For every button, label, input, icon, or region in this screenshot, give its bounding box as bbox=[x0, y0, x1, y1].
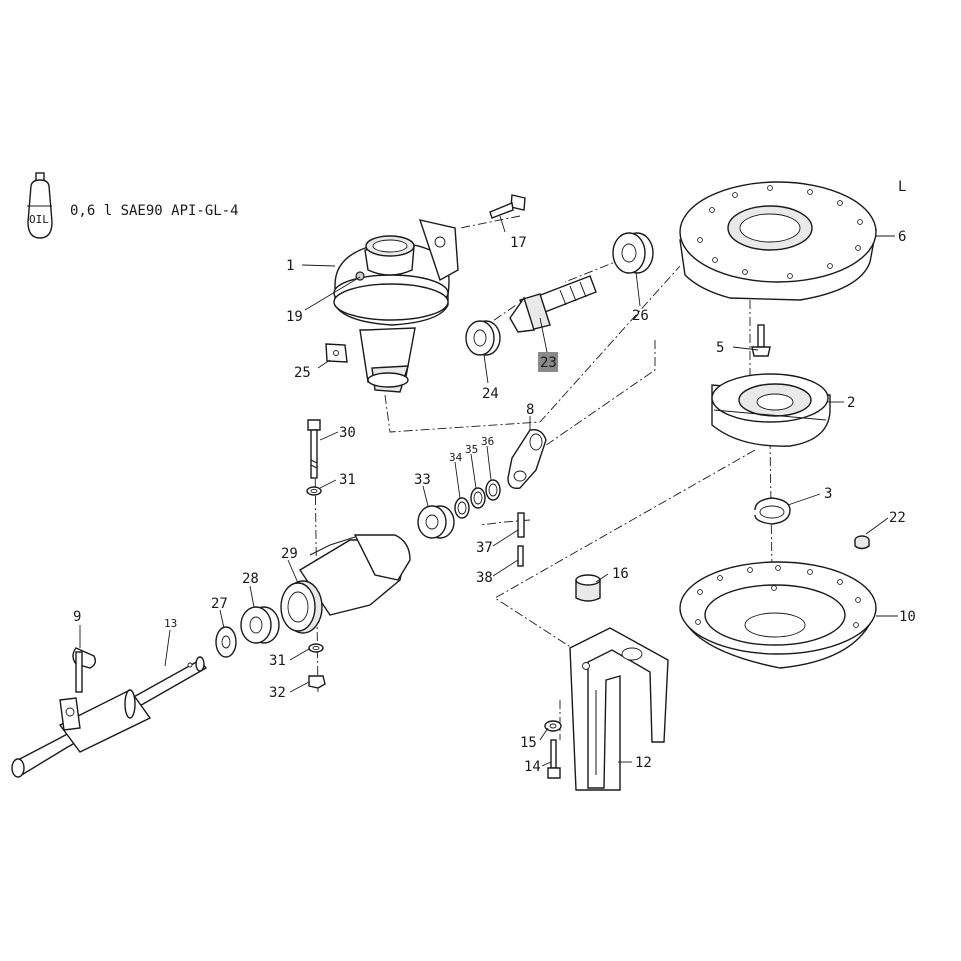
leader-lines bbox=[79, 215, 898, 767]
bearing-24 bbox=[465, 320, 501, 356]
callout-17[interactable]: 17 bbox=[510, 235, 527, 251]
callout-15[interactable]: 15 bbox=[520, 735, 537, 751]
callout-24[interactable]: 24 bbox=[482, 386, 499, 402]
washer-15 bbox=[544, 720, 562, 732]
pinion-gear-23 bbox=[509, 275, 597, 333]
linch-pin-9 bbox=[72, 647, 97, 693]
callout-14[interactable]: 14 bbox=[524, 759, 541, 775]
callout-31-upper[interactable]: 31 bbox=[339, 472, 356, 488]
callout-34[interactable]: 34 bbox=[449, 451, 463, 464]
callout-26[interactable]: 26 bbox=[632, 308, 649, 324]
lower-housing-29 bbox=[280, 534, 411, 634]
gearbox-housing bbox=[333, 219, 459, 393]
callout-27[interactable]: 27 bbox=[211, 596, 228, 612]
oil-bottle-icon: OIL bbox=[27, 172, 53, 239]
bolt-14 bbox=[547, 739, 561, 779]
oil-icon-label: OIL bbox=[29, 213, 49, 226]
crank-8 bbox=[507, 429, 547, 489]
bush-16 bbox=[575, 574, 601, 602]
pulley-2 bbox=[711, 373, 831, 447]
callout-38[interactable]: 38 bbox=[476, 570, 493, 586]
cap-22 bbox=[854, 535, 870, 550]
bolt-17 bbox=[489, 194, 526, 219]
bolt-30 bbox=[307, 419, 321, 479]
upper-disc-6 bbox=[679, 181, 877, 301]
callout-19[interactable]: 19 bbox=[286, 309, 303, 325]
bolt-5 bbox=[751, 324, 771, 357]
input-shaft-13 bbox=[11, 656, 208, 778]
callout-8[interactable]: 8 bbox=[526, 402, 534, 418]
washer-31a bbox=[306, 486, 322, 496]
ring-36 bbox=[485, 479, 501, 501]
washer-31b bbox=[308, 643, 324, 653]
callout-1[interactable]: 1 bbox=[286, 258, 294, 274]
lower-disc-10 bbox=[679, 561, 877, 669]
circlip-3 bbox=[754, 497, 791, 525]
page-letter: L bbox=[898, 179, 906, 195]
callout-33[interactable]: 33 bbox=[414, 472, 431, 488]
pin-38 bbox=[517, 545, 524, 567]
callout-28[interactable]: 28 bbox=[242, 571, 259, 587]
ring-35 bbox=[470, 487, 486, 509]
pin-37 bbox=[517, 512, 525, 538]
callout-12[interactable]: 12 bbox=[635, 755, 652, 771]
washer-27 bbox=[215, 626, 237, 658]
callout-37[interactable]: 37 bbox=[476, 540, 493, 556]
nut-32 bbox=[308, 675, 326, 689]
callout-23[interactable]: 23 bbox=[540, 355, 557, 371]
callout-6[interactable]: 6 bbox=[898, 229, 906, 245]
callout-35[interactable]: 35 bbox=[465, 443, 478, 456]
callout-32[interactable]: 32 bbox=[269, 685, 286, 701]
callout-29[interactable]: 29 bbox=[281, 546, 298, 562]
bearing-26 bbox=[612, 232, 654, 274]
bearing-33 bbox=[417, 505, 455, 539]
callout-9[interactable]: 9 bbox=[73, 609, 81, 625]
ring-34 bbox=[454, 497, 470, 519]
bracket-12 bbox=[569, 627, 669, 791]
callout-5[interactable]: 5 bbox=[716, 340, 724, 356]
callout-3[interactable]: 3 bbox=[824, 486, 832, 502]
callout-30[interactable]: 30 bbox=[339, 425, 356, 441]
shaft-lug bbox=[59, 697, 81, 731]
callout-25[interactable]: 25 bbox=[294, 365, 311, 381]
callout-22[interactable]: 22 bbox=[889, 510, 906, 526]
highlight-callout-23 bbox=[538, 352, 558, 372]
bearing-28 bbox=[240, 606, 280, 644]
callout-10[interactable]: 10 bbox=[899, 609, 916, 625]
callout-16[interactable]: 16 bbox=[612, 566, 629, 582]
callout-labels: 1 2 3 5 6 8 9 10 12 13 14 15 16 17 19 22… bbox=[73, 229, 916, 775]
callout-36[interactable]: 36 bbox=[481, 435, 494, 448]
plate-25 bbox=[325, 343, 348, 363]
callout-2[interactable]: 2 bbox=[847, 395, 855, 411]
callout-13[interactable]: 13 bbox=[164, 617, 177, 630]
callout-31-lower[interactable]: 31 bbox=[269, 653, 286, 669]
oil-spec-text: 0,6 l SAE90 API-GL-4 bbox=[70, 203, 239, 219]
